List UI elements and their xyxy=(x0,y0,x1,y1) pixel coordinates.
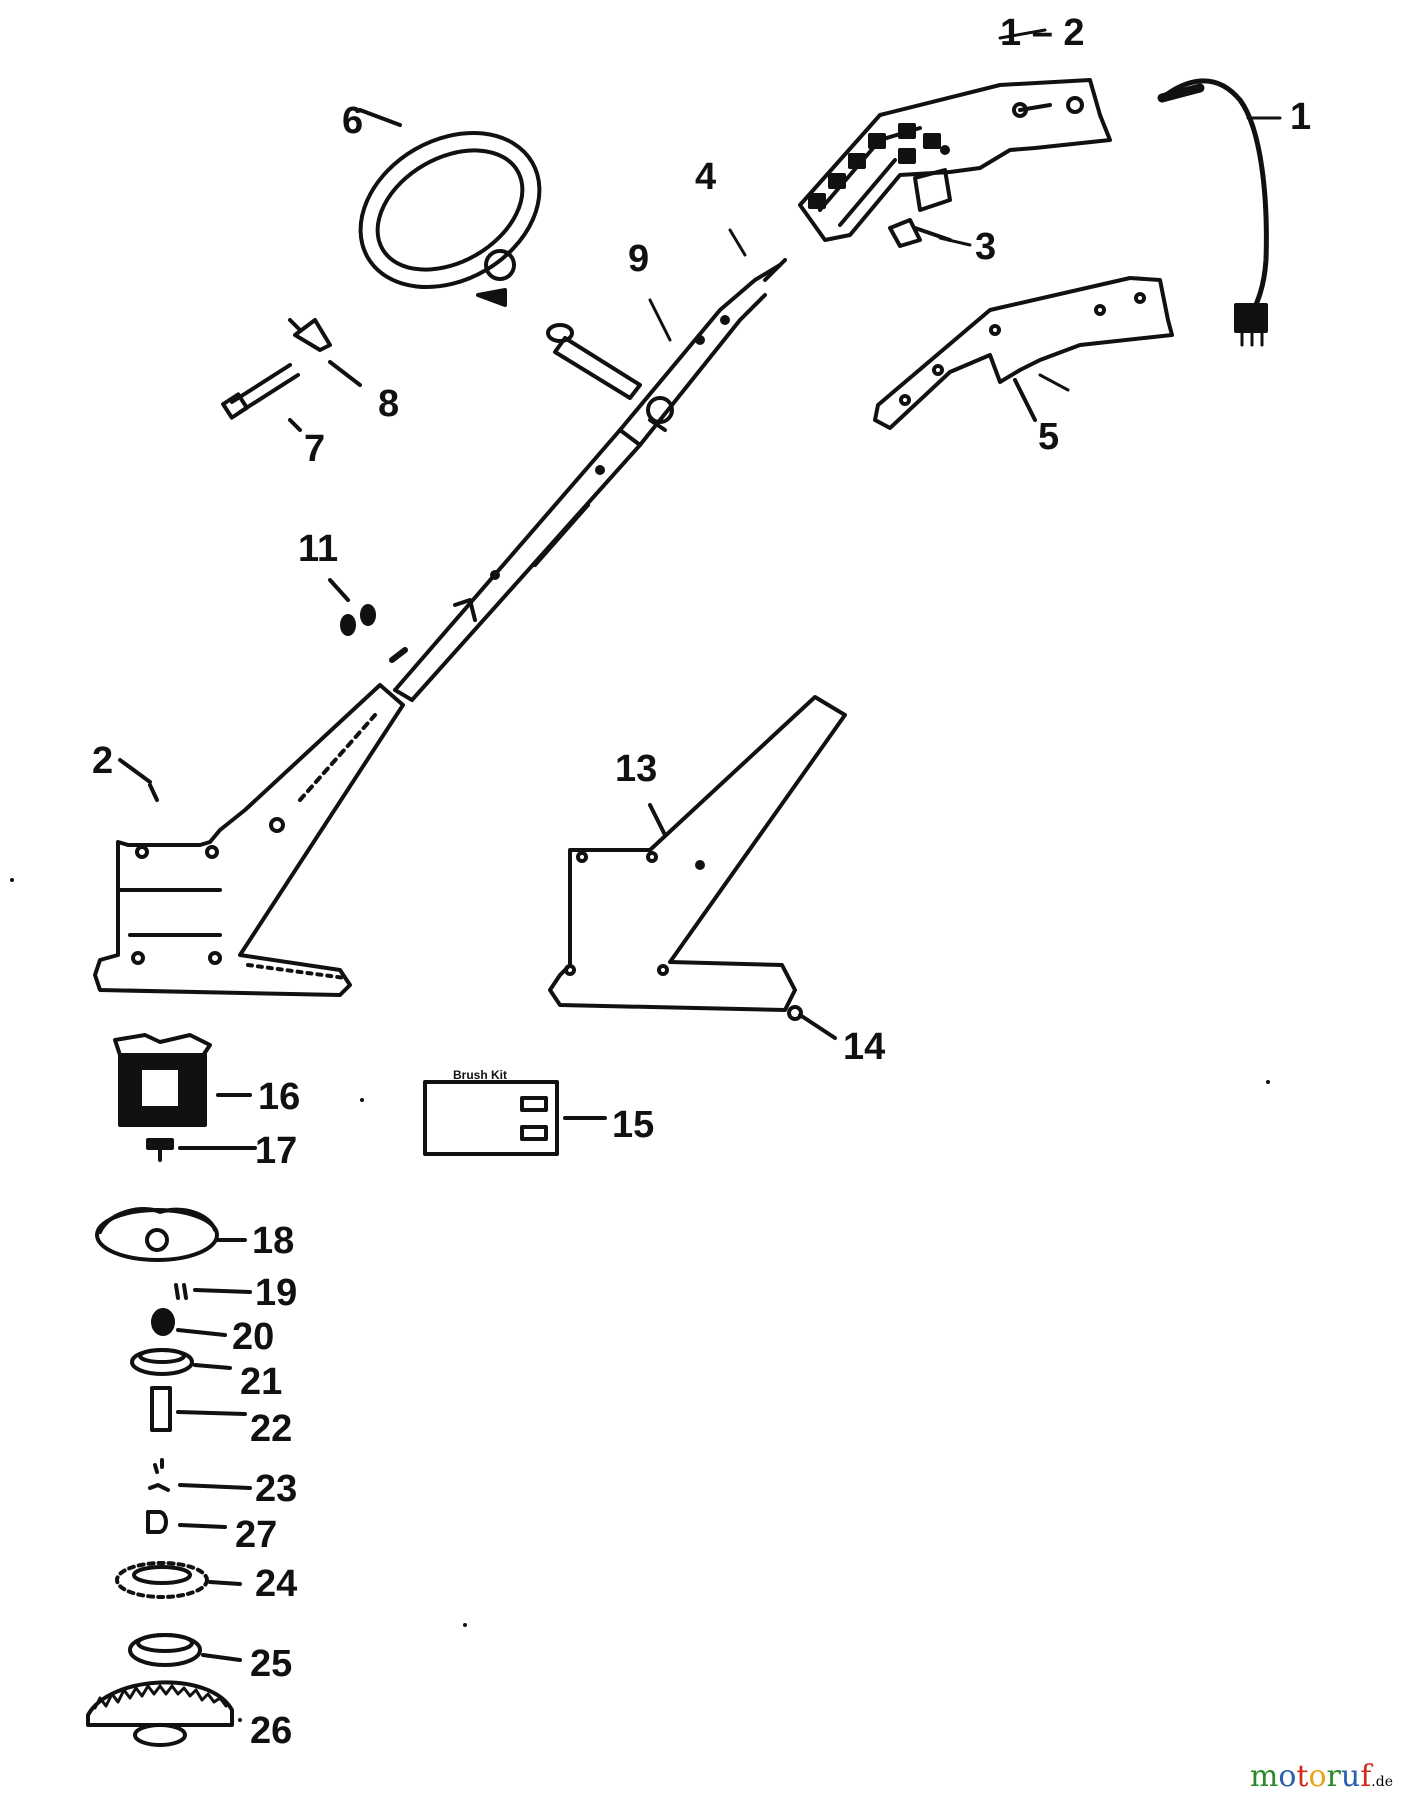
spacer-22 xyxy=(150,1386,247,1432)
pin-19 xyxy=(174,1283,252,1300)
label-part-11: 11 xyxy=(298,528,339,570)
label-part-21: 21 xyxy=(240,1361,283,1403)
label-part-3: 3 xyxy=(975,226,997,268)
label-part-20: 20 xyxy=(232,1316,275,1358)
label-part-15: 15 xyxy=(612,1104,655,1146)
label-part-6: 6 xyxy=(342,100,364,142)
scan-specks xyxy=(10,878,1270,1722)
motor-housing xyxy=(93,683,405,997)
label-part-1: 1 xyxy=(1290,96,1312,138)
brand-letter: f xyxy=(1360,1759,1372,1794)
label-part-4: 4 xyxy=(695,156,717,198)
power-cord xyxy=(1157,78,1269,347)
brand-domain: .de xyxy=(1371,1774,1393,1790)
washer-21 xyxy=(130,1348,232,1376)
auxiliary-grip xyxy=(546,323,674,432)
label-part-26: 26 xyxy=(250,1710,293,1752)
cap-27 xyxy=(146,1510,227,1534)
brand-letter: m xyxy=(1249,1759,1279,1794)
brand-letter: t xyxy=(1296,1759,1309,1794)
label-part-23: 23 xyxy=(255,1468,298,1510)
base-26 xyxy=(86,1680,234,1747)
label-part-16: 16 xyxy=(258,1076,301,1118)
brand-letter: r xyxy=(1326,1759,1341,1794)
brand-letter: o xyxy=(1308,1759,1327,1794)
leader-lines xyxy=(938,28,1282,392)
label-part-17: 17 xyxy=(255,1130,298,1172)
clip-23 xyxy=(148,1458,252,1492)
housing-half xyxy=(548,695,847,1040)
label-part-7: 7 xyxy=(304,428,326,470)
nut-20 xyxy=(151,1308,227,1337)
brush-kit-title: Brush Kit xyxy=(453,1068,507,1082)
label-part-22: 22 xyxy=(250,1408,293,1450)
trigger-switch xyxy=(888,168,952,248)
screws xyxy=(328,578,376,636)
brand-letter: u xyxy=(1340,1759,1361,1794)
bolt xyxy=(221,363,302,432)
handle-plate xyxy=(873,276,1174,430)
label-part-27: 27 xyxy=(235,1514,278,1556)
hub-25 xyxy=(128,1633,242,1667)
brush-kit-card xyxy=(423,1080,607,1156)
label-part-1-2: 1 – 2 xyxy=(1000,12,1085,54)
screw-17 xyxy=(146,1138,257,1162)
label-part-13: 13 xyxy=(615,748,658,790)
label-part-2: 2 xyxy=(92,740,114,782)
wing-nut xyxy=(288,318,362,387)
handle-housing xyxy=(798,78,1112,242)
label-part-19: 19 xyxy=(255,1272,298,1314)
label-part-14: 14 xyxy=(843,1026,886,1068)
motor xyxy=(113,1033,252,1127)
label-part-24: 24 xyxy=(255,1563,298,1605)
label-part-9: 9 xyxy=(628,238,650,280)
spool-24 xyxy=(115,1561,242,1599)
lower-shaft xyxy=(389,428,642,702)
label-part-18: 18 xyxy=(252,1220,295,1262)
label-part-8: 8 xyxy=(378,383,400,425)
guard-disc xyxy=(95,1207,247,1262)
label-part-5: 5 xyxy=(1038,416,1060,458)
motoruf-watermark: motoruf.de xyxy=(1250,1762,1393,1792)
upper-shaft xyxy=(618,228,787,447)
loop-handle xyxy=(358,108,542,307)
brand-letter: o xyxy=(1278,1759,1297,1794)
label-part-25: 25 xyxy=(250,1643,293,1685)
brand-word: motoruf xyxy=(1250,1759,1371,1794)
